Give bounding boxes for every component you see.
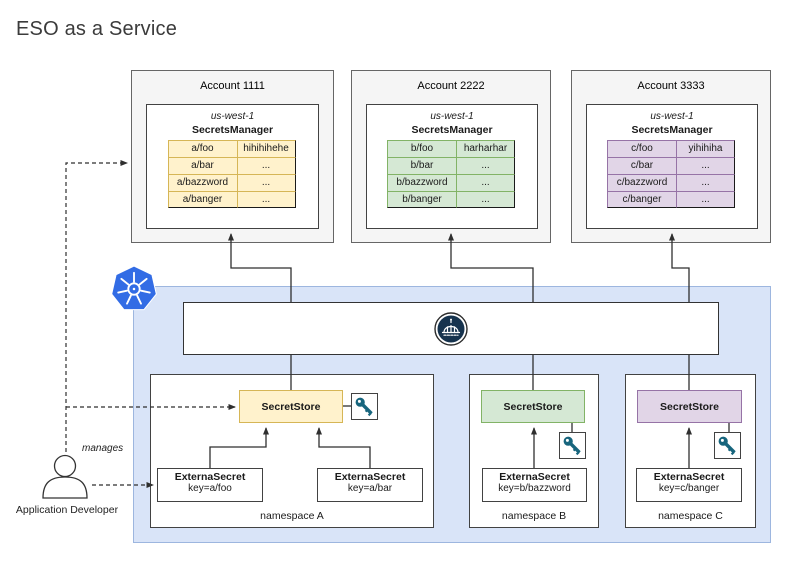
service-label: SecretsManager [411, 124, 493, 136]
region-box: us-west-1 SecretsManager b/foo harharhar… [366, 104, 538, 229]
key-box-a [351, 393, 378, 420]
key-box-b [559, 432, 586, 459]
namespace-label: namespace B [501, 510, 567, 522]
namespace-label: namespace A [260, 510, 324, 522]
secrets-table: c/foo yihihiha c/bar ... c/bazzword ... … [607, 140, 737, 208]
secret-value-cell: ... [236, 157, 296, 174]
secret-key-cell: c/banger [607, 191, 676, 208]
secret-key-cell: c/bazzword [607, 174, 676, 191]
secretstore-a: SecretStore [239, 390, 343, 423]
secret-key-cell: c/bar [607, 157, 676, 174]
secret-key-cell: b/foo [387, 140, 456, 157]
service-label: SecretsManager [191, 124, 274, 136]
account-box-3333: Account 3333 us-west-1 SecretsManager c/… [571, 70, 771, 243]
secretstore-b: SecretStore [481, 390, 585, 423]
externalsecret-title: ExternaSecret [653, 471, 725, 483]
externalsecret-title: ExternaSecret [334, 471, 406, 483]
account-box-1111: Account 1111 us-west-1 SecretsManager a/… [131, 70, 334, 243]
key-icon [718, 436, 736, 456]
secret-value-cell: ... [456, 174, 515, 191]
secret-value-cell: ... [236, 191, 296, 208]
secret-value-cell: ... [676, 174, 735, 191]
account-label: Account 1111 [200, 80, 265, 92]
externalsecret-a-bar: ExternaSecret key=a/bar [317, 468, 423, 502]
externalsecret-a-foo: ExternaSecret key=a/foo [157, 468, 263, 502]
secrets-table: b/foo harharhar b/bar ... b/bazzword ...… [387, 140, 517, 208]
namespace-label: namespace C [658, 510, 723, 522]
externalsecret-key: key=c/banger [658, 483, 720, 494]
secret-key-cell: a/bar [167, 157, 237, 174]
externalsecret-title: ExternaSecret [499, 471, 570, 483]
secret-key-cell: a/foo [167, 140, 237, 157]
secret-key-cell: a/bazzword [167, 174, 237, 191]
region-box: us-west-1 SecretsManager c/foo yihihiha … [586, 104, 758, 229]
key-icon [355, 397, 373, 417]
account-box-2222: Account 2222 us-west-1 SecretsManager b/… [351, 70, 551, 243]
person-icon [42, 454, 88, 499]
secret-value-cell: ... [236, 174, 296, 191]
externalsecret-key: key=a/foo [188, 483, 232, 494]
kubernetes-wheel-icon [111, 265, 157, 311]
externalsecret-c-banger: ExternaSecret key=c/banger [636, 468, 742, 502]
secret-value-cell: ... [456, 157, 515, 174]
namespace-a-box: namespace A [150, 374, 434, 528]
secret-key-cell: b/bazzword [387, 174, 456, 191]
secret-value-cell: harharhar [456, 140, 515, 157]
secretstore-c: SecretStore [637, 390, 742, 423]
externalsecret-b-bazzword: ExternaSecret key=b/bazzword [482, 468, 587, 502]
secret-key-cell: b/banger [387, 191, 456, 208]
region-label: us-west-1 [430, 111, 474, 122]
secret-key-cell: c/foo [607, 140, 676, 157]
eso-operator-logo-icon [434, 312, 468, 346]
secrets-table: a/foo hihihihehe a/bar ... a/bazzword ..… [167, 140, 298, 208]
externalsecret-key: key=b/bazzword [498, 483, 571, 494]
region-box: us-west-1 SecretsManager a/foo hihihiheh… [146, 104, 319, 229]
region-label: us-west-1 [210, 111, 255, 122]
secret-value-cell: yihihiha [676, 140, 735, 157]
externalsecret-title: ExternaSecret [174, 471, 246, 483]
account-label: Account 2222 [417, 80, 485, 92]
key-box-c [714, 432, 741, 459]
page-title: ESO as a Service [16, 18, 178, 40]
secret-value-cell: hihihihehe [236, 140, 296, 157]
secret-value-cell: ... [456, 191, 515, 208]
eso-operator-bar [183, 302, 719, 355]
secret-key-cell: a/banger [167, 191, 237, 208]
account-label: Account 3333 [637, 80, 705, 92]
externalsecret-key: key=a/bar [347, 483, 393, 494]
secret-value-cell: ... [676, 157, 735, 174]
key-icon [563, 436, 581, 456]
application-developer-label: Application Developer [15, 504, 119, 516]
region-label: us-west-1 [650, 111, 694, 122]
secret-key-cell: b/bar [387, 157, 456, 174]
service-label: SecretsManager [631, 124, 713, 136]
secret-value-cell: ... [676, 191, 735, 208]
